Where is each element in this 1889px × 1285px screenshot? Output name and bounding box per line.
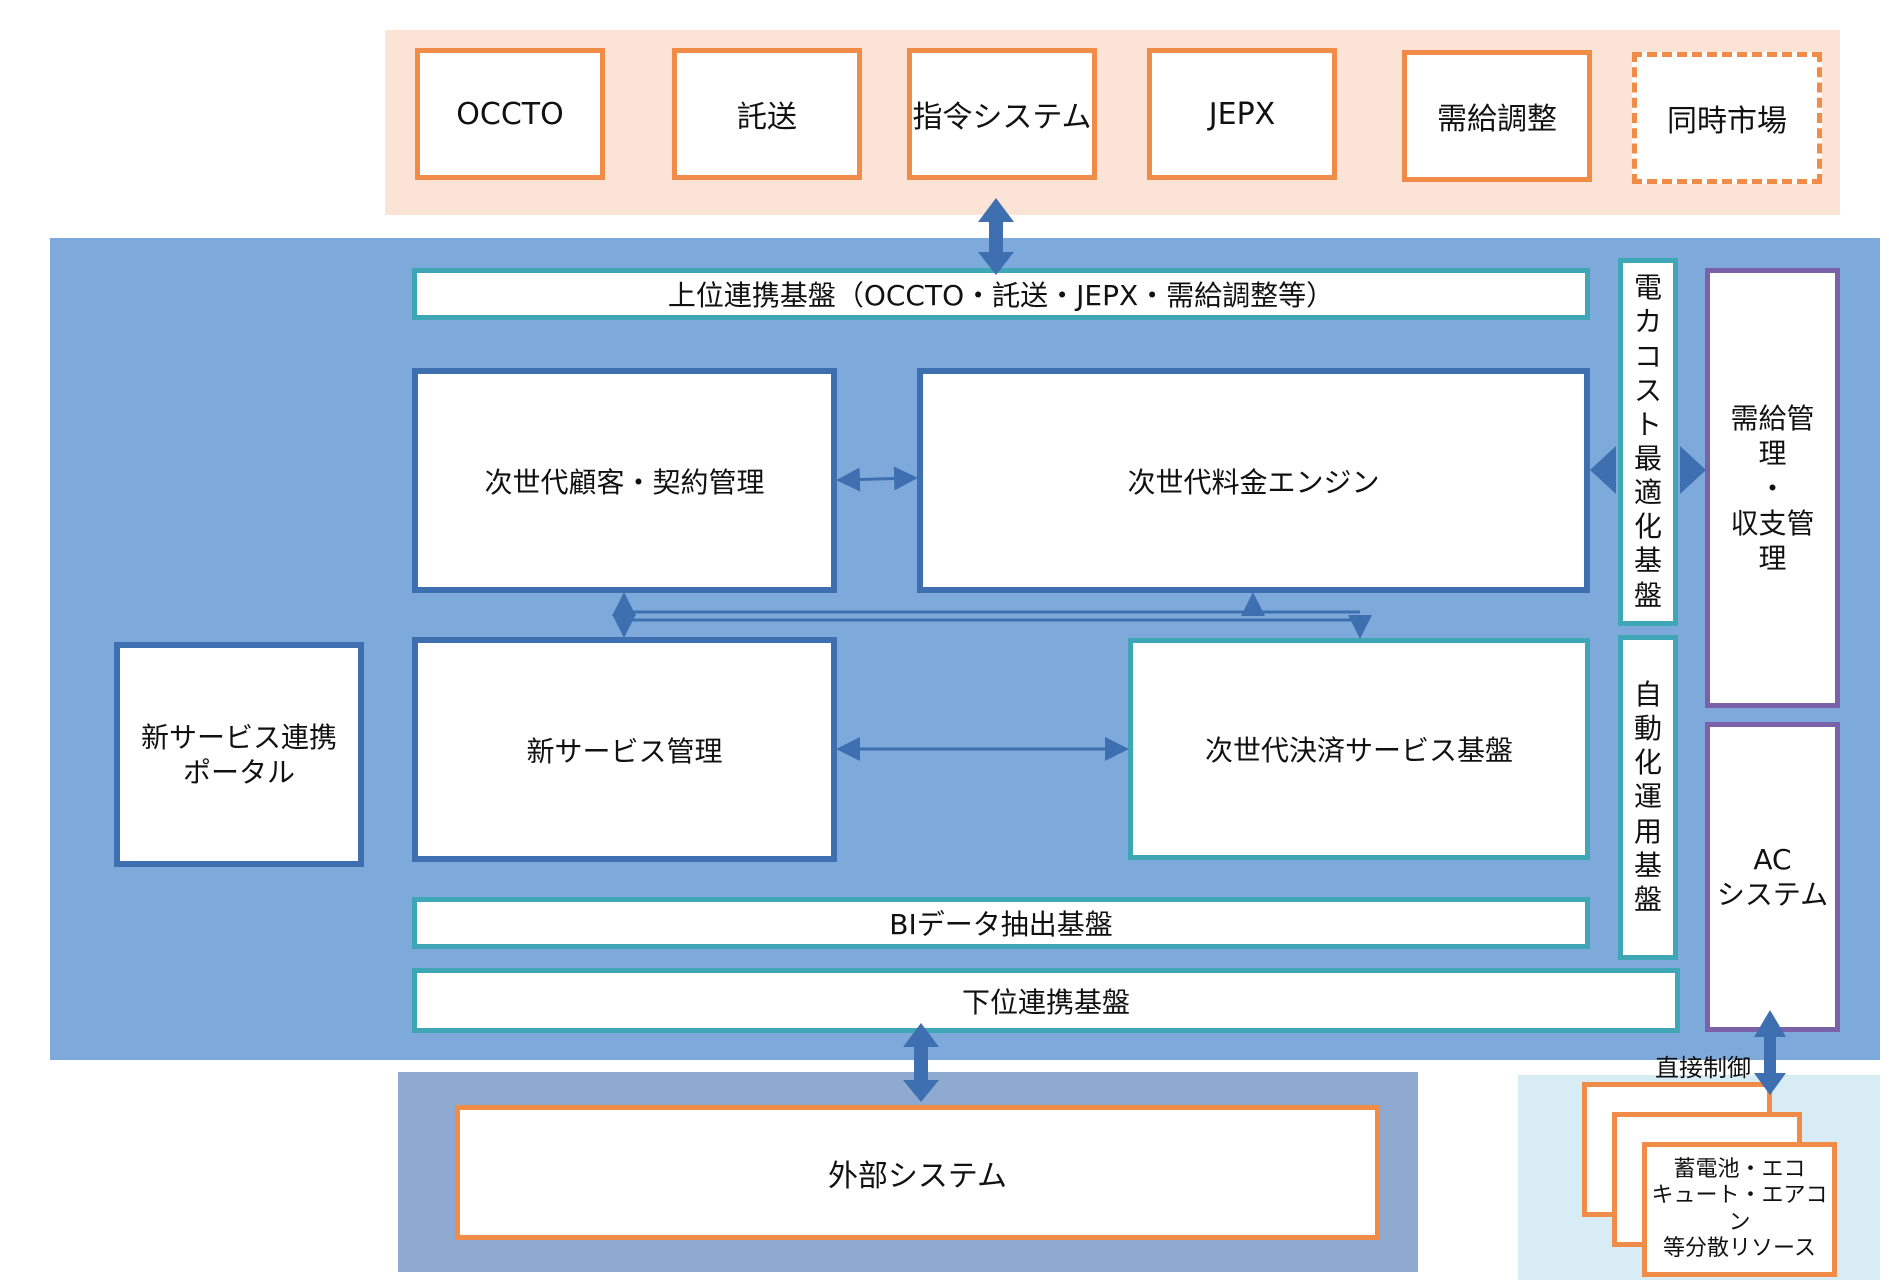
rate-engine-box: 次世代料金エンジン [917, 368, 1590, 593]
simultaneous-market-box: 同時市場 [1632, 52, 1822, 184]
upper-integration-bar: 上位連携基盤（OCCTO・託送・JEPX・需給調整等） [412, 268, 1590, 320]
bi-extraction-bar: BIデータ抽出基盤 [412, 897, 1590, 949]
top-integration-arrow [978, 198, 1014, 275]
payment-platform-box: 次世代決済サービス基盤 [1128, 638, 1590, 860]
lower-external-arrow [903, 1023, 939, 1102]
cost-right-chevron [1680, 446, 1706, 494]
external-parties-region [385, 30, 1840, 215]
external-system-box: 外部システム [455, 1105, 1380, 1240]
auto-operation-platform: 自 動 化 運 用 基 盤 [1618, 635, 1678, 960]
direct-control-label: 直接制御 [1655, 1053, 1751, 1082]
takuso-box: 託送 [672, 48, 862, 180]
ac-system-box: AC システム [1705, 722, 1840, 1032]
cost-left-chevron [1590, 446, 1616, 494]
new-service-mgmt-box: 新サービス管理 [412, 637, 837, 862]
supply-demand-mgmt-box: 需給管 理 ・ 収支管 理 [1705, 268, 1840, 708]
lower-integration-bar: 下位連携基盤 [412, 968, 1680, 1033]
command-system-box: 指令システム [907, 48, 1097, 180]
customer-contract-box: 次世代顧客・契約管理 [412, 368, 837, 593]
supply-demand-box: 需給調整 [1402, 50, 1592, 182]
jepx-box: JEPX [1147, 48, 1337, 180]
occto-box: OCCTO [415, 48, 605, 180]
distributed-resources-card: 蓄電池・エコ キュート・エアコン 等分散リソース [1642, 1142, 1837, 1277]
ac-resources-arrow [1754, 1010, 1786, 1095]
customer-rate-arrow [836, 466, 918, 492]
cost-optimization-platform: 電 カ コ ス ト 最 適 化 基 盤 [1618, 258, 1678, 626]
service-portal-box: 新サービス連携 ポータル [114, 642, 364, 867]
